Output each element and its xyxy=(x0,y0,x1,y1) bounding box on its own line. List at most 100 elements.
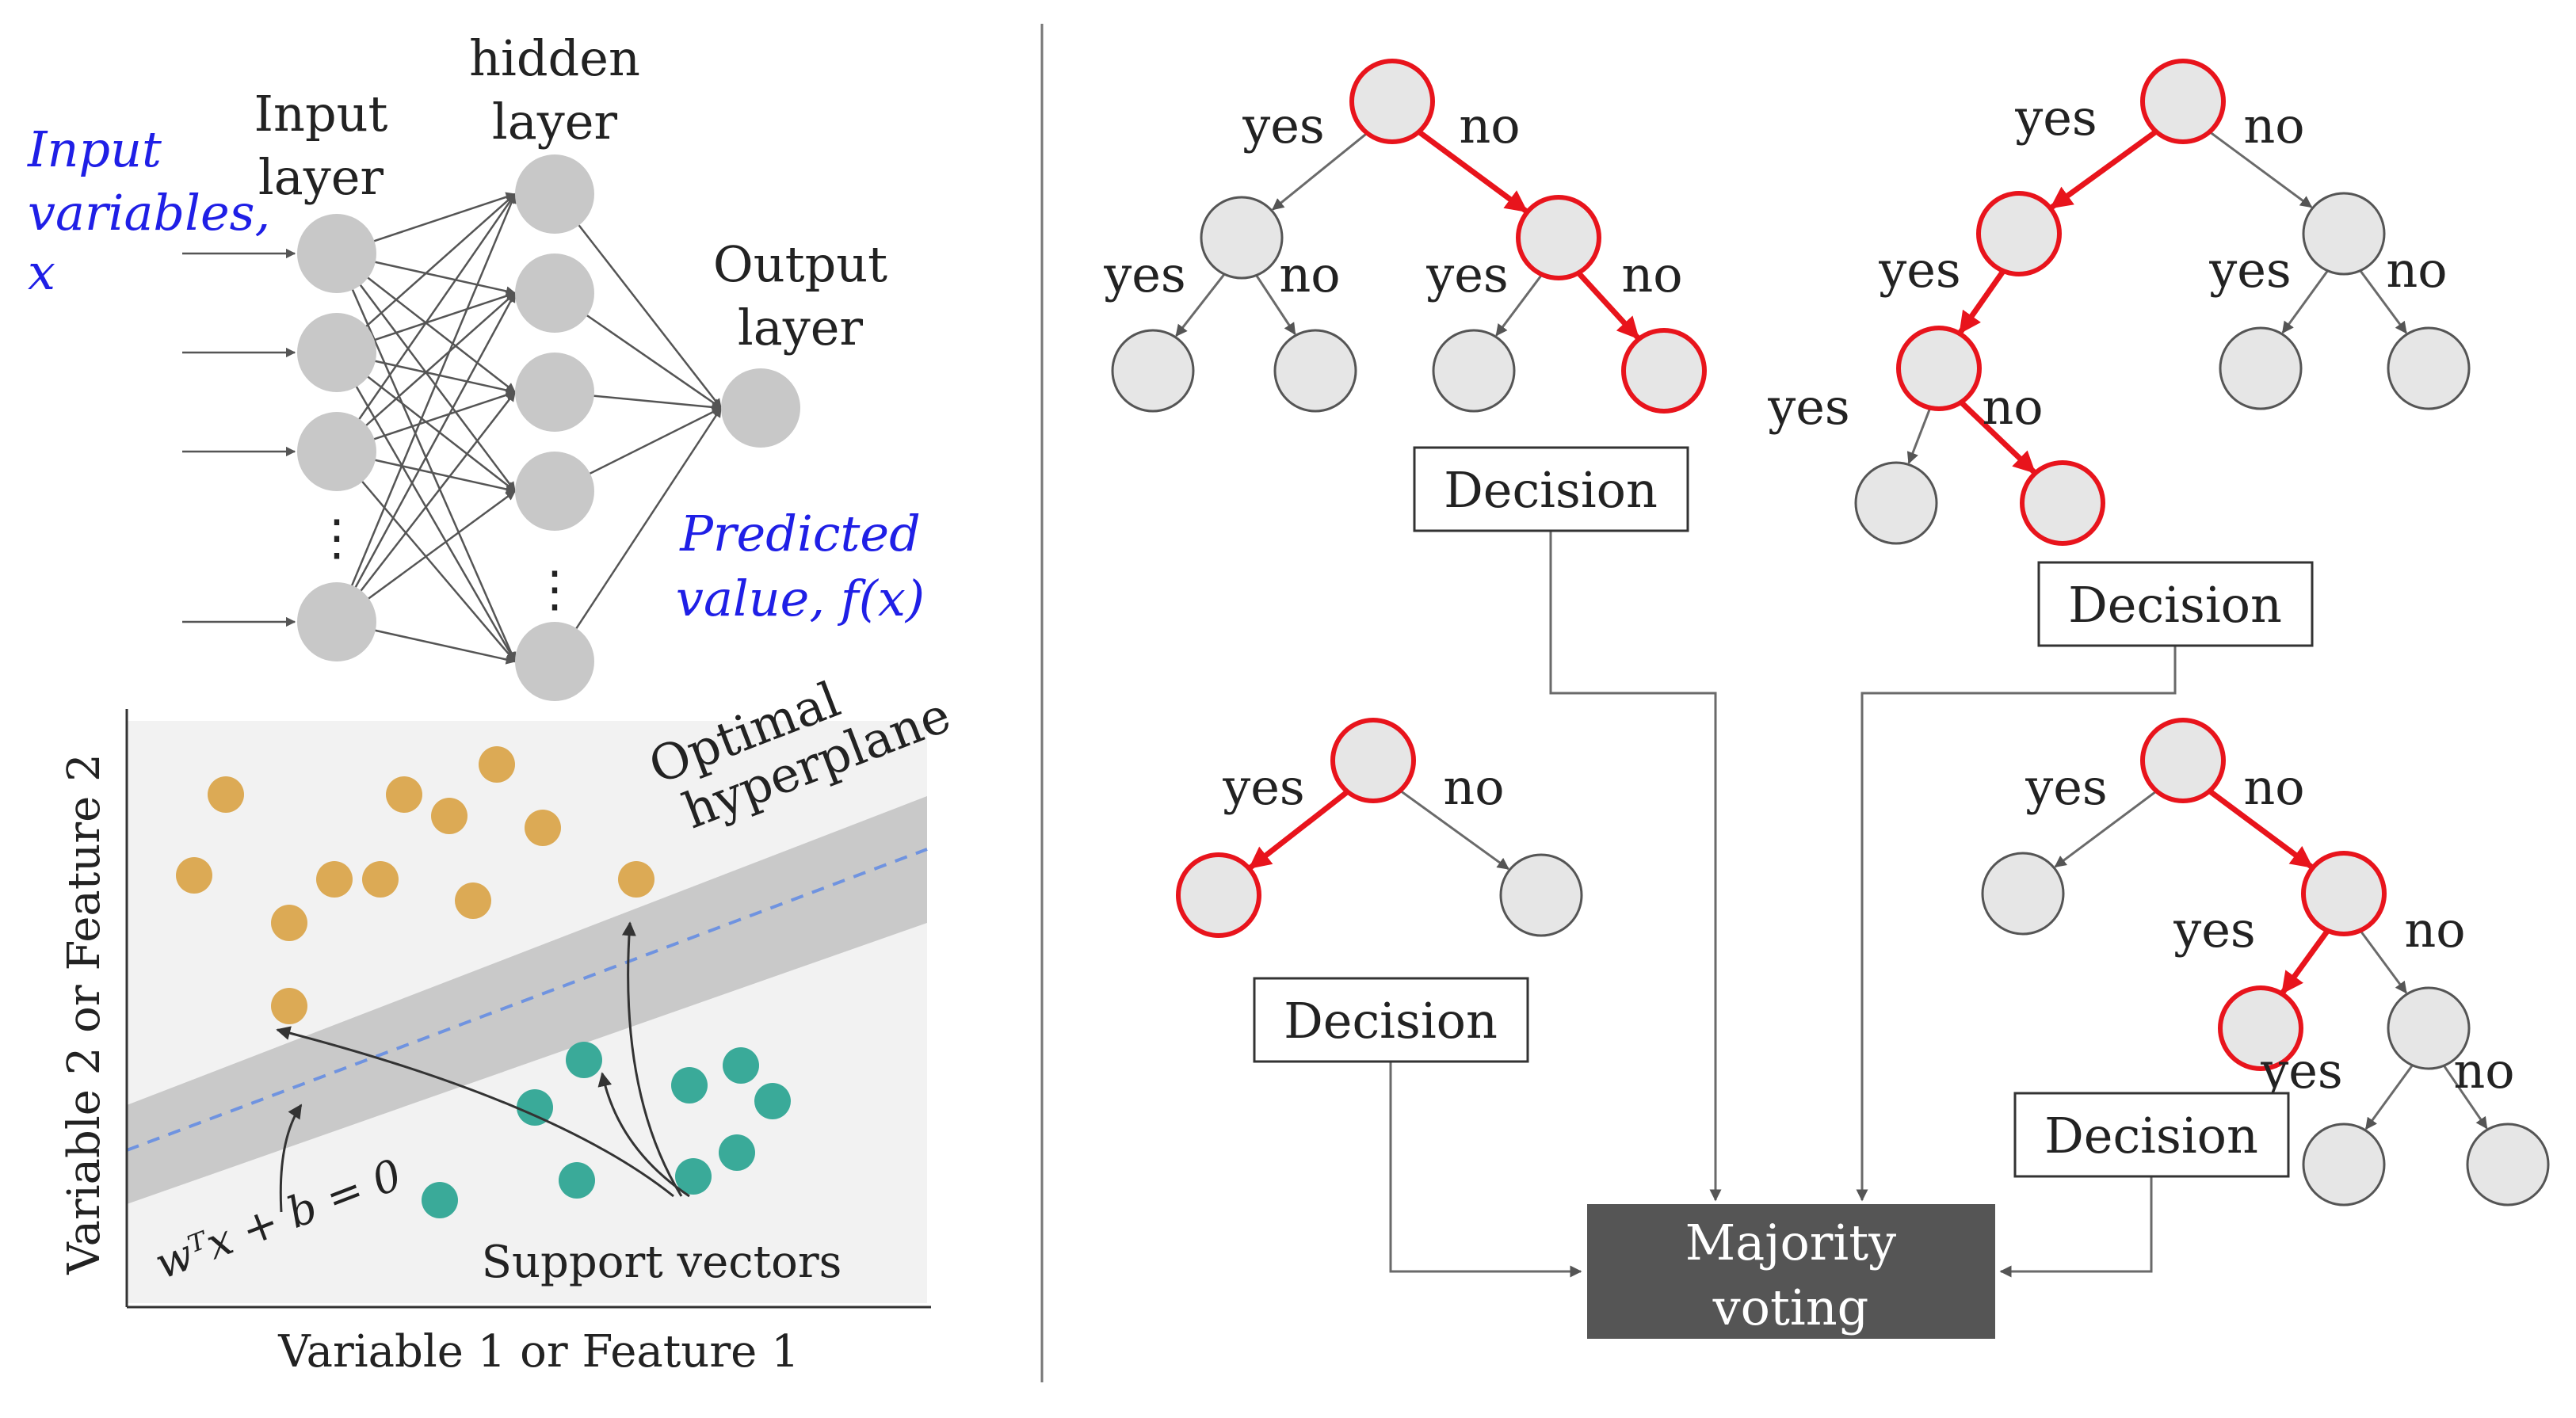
tree1-branch-no-2: no xyxy=(1459,97,1520,154)
tree4-branch-no-6: no xyxy=(2453,1042,2514,1100)
hidden-node-4 xyxy=(515,452,594,531)
input-ellipsis: ⋮ xyxy=(312,509,361,566)
class-b-point-9 xyxy=(422,1182,458,1218)
class-a-point-5 xyxy=(362,861,399,898)
class-a-point-8 xyxy=(479,746,515,783)
class-b-point-2 xyxy=(671,1067,708,1104)
decision-link-2 xyxy=(1856,646,2177,1202)
input-node-1 xyxy=(297,214,376,293)
tree1-node-d xyxy=(1273,329,1357,413)
tree2-branch-no-2: no xyxy=(2243,97,2304,154)
tree4-node-a xyxy=(1981,852,2065,936)
tree2-node-a xyxy=(1976,191,2062,276)
svg-text:Decision: Decision xyxy=(2068,576,2282,634)
tree2-node-r xyxy=(2140,59,2226,144)
tree2-node-d xyxy=(1854,461,1938,545)
nn-edge-out-4 xyxy=(553,406,723,662)
tree3-node-b xyxy=(1499,853,1583,937)
tree3-node-a xyxy=(1176,852,1261,938)
hidden-node-1 xyxy=(515,154,594,234)
class-a-point-9 xyxy=(525,810,561,846)
class-b-point-6 xyxy=(719,1134,755,1171)
class-a-point-2 xyxy=(176,857,212,894)
class-b-point-5 xyxy=(754,1083,791,1119)
svg-text:Decision: Decision xyxy=(1284,992,1498,1050)
nn-edge-3-2 xyxy=(336,391,516,623)
tree1-branch-no-6: no xyxy=(1621,246,1682,303)
nn-edge-out-0 xyxy=(554,193,722,409)
svm-arrow-sv1 xyxy=(276,1026,674,1198)
tree3-node-r xyxy=(1330,718,1416,803)
tree4-branch-yes-3: yes xyxy=(2173,901,2256,959)
tree4-node-r xyxy=(2140,718,2226,803)
tree2-branch-yes-1: yes xyxy=(2014,89,2097,147)
tree2-branch-no-4: no xyxy=(2386,241,2447,299)
input-node-4 xyxy=(297,582,376,661)
svm-x-axis-label: Variable 1 or Feature 1 xyxy=(277,1326,799,1378)
class-a-point-7 xyxy=(431,798,467,834)
svm-arrow-eq xyxy=(279,1104,303,1213)
svm-arrow-sv3 xyxy=(597,1072,690,1198)
tree-nodes xyxy=(1111,59,2550,1206)
svm-diagram: Optimalhyperplane wᵀx + b = 0 Support ve… xyxy=(59,670,958,1378)
tree3-branch-no-2: no xyxy=(1443,758,1504,816)
hidden-node-5 xyxy=(515,622,594,701)
class-a-point-4 xyxy=(316,861,353,898)
tree1-branch-yes-3: yes xyxy=(1103,246,1186,303)
svm-y-axis-label: Variable 2 or Feature 2 xyxy=(59,753,110,1275)
tree1-node-a xyxy=(1200,196,1284,280)
tree1-branch-yes-1: yes xyxy=(1242,97,1325,154)
class-a-point-11 xyxy=(618,861,654,898)
hidden-node-3 xyxy=(515,353,594,432)
hidden-node-2 xyxy=(515,253,594,333)
tree4-node-c xyxy=(2218,985,2303,1071)
nn-edge-2-1 xyxy=(336,292,516,452)
output-node xyxy=(721,368,800,448)
tree2-node-c xyxy=(1896,326,1982,411)
nn-connections xyxy=(182,192,723,665)
tree2-branch-yes-5: yes xyxy=(2208,241,2292,299)
svg-text:Decision: Decision xyxy=(2044,1107,2258,1165)
tree1-node-b xyxy=(1516,195,1601,280)
tree1-branch-yes-5: yes xyxy=(1425,246,1509,303)
tree1-node-f xyxy=(1621,328,1707,414)
hidden-ellipsis: ⋮ xyxy=(530,560,579,618)
svm-hyperplane-line xyxy=(126,848,928,1152)
decision-link-3 xyxy=(1389,1062,1582,1278)
decision-link-4 xyxy=(1999,1176,2153,1278)
decision-box-4: Decision xyxy=(2013,1092,2290,1178)
class-a-point-1 xyxy=(208,776,244,813)
nn-edge-2-0 xyxy=(335,192,517,452)
class-b-point-4 xyxy=(517,1089,553,1126)
svm-arrow-sv2 xyxy=(621,921,683,1197)
tree4-branch-no-4: no xyxy=(2404,901,2465,959)
class-b-point-7 xyxy=(559,1162,595,1199)
decision-box-1: Decision xyxy=(1413,446,1689,532)
tree4-branch-no-2: no xyxy=(2243,758,2304,816)
tree2-node-f xyxy=(2219,326,2303,410)
class-a-point-3 xyxy=(271,905,307,941)
decision-link-1 xyxy=(1549,531,1722,1202)
support-vectors-label: Support vectors xyxy=(482,1237,842,1288)
tree2-branch-no-7: no xyxy=(1982,378,2043,436)
tree4-branch-yes-1: yes xyxy=(2025,758,2108,816)
class-b-point-3 xyxy=(723,1047,759,1084)
tree1-node-e xyxy=(1432,329,1516,413)
input-node-3 xyxy=(297,412,376,491)
tree4-node-f xyxy=(2466,1123,2550,1206)
nn-edge-1-0 xyxy=(336,193,516,353)
input-node-2 xyxy=(297,313,376,392)
decision-box-2: Decision xyxy=(2037,561,2314,647)
tree3-branch-yes-1: yes xyxy=(1222,758,1305,816)
svm-data-points xyxy=(176,746,791,1218)
nn-nodes xyxy=(297,154,800,701)
